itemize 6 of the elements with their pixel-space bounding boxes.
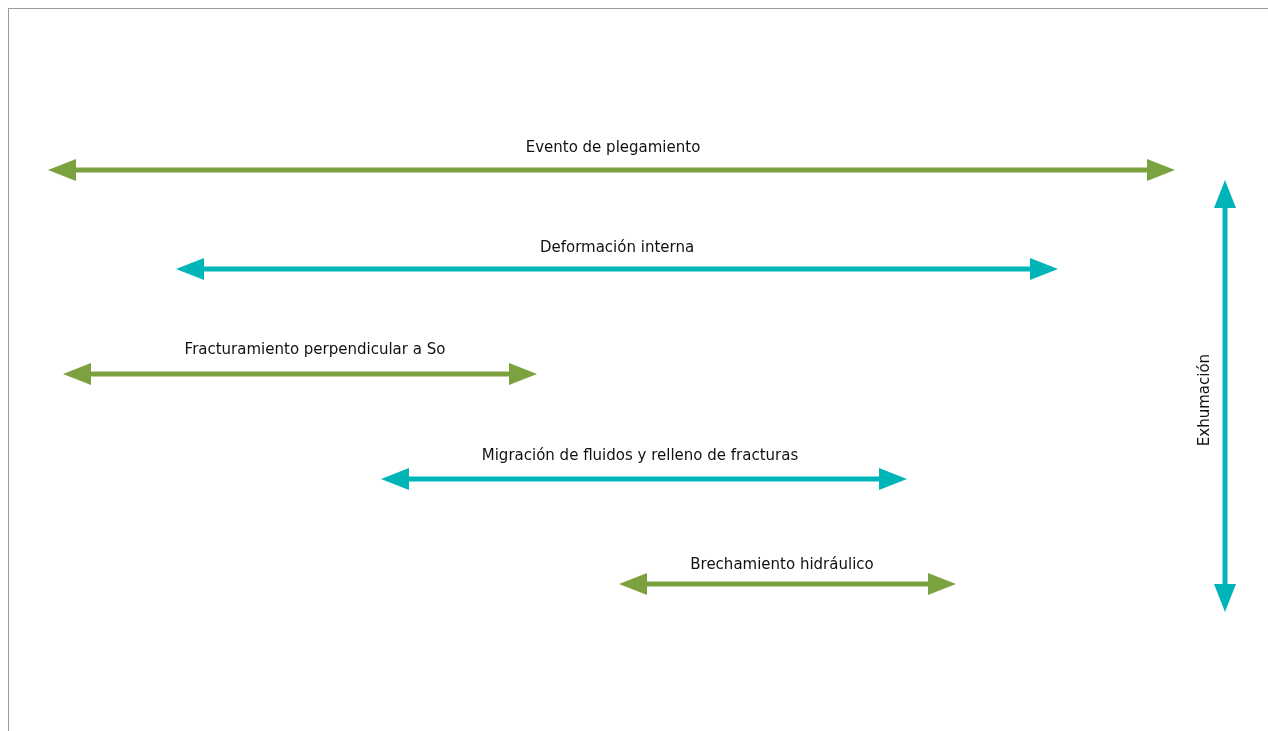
event-label: Evento de plegamiento — [525, 138, 701, 156]
event-label: Brechamiento hidráulico — [690, 555, 874, 573]
event-label: Deformación interna — [539, 238, 695, 256]
event-label: Fracturamiento perpendicular a So — [184, 340, 446, 358]
event-label: Exhumación — [1195, 353, 1213, 447]
event-label: Migración de fluidos y relleno de fracturas — [481, 446, 799, 464]
